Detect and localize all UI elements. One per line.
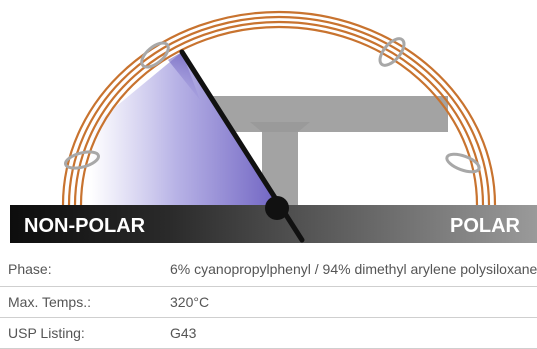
polarity-scale-graphic: NON-POLAR POLAR <box>10 10 537 243</box>
spec-value: 6% cyanopropylphenyl / 94% dimethyl aryl… <box>170 261 537 277</box>
non-polar-label: NON-POLAR <box>24 215 146 237</box>
polarity-wedge <box>90 52 280 205</box>
spec-value: G43 <box>170 325 197 341</box>
spec-label: USP Listing: <box>8 325 85 341</box>
spec-row-phase: Phase: 6% cyanopropylphenyl / 94% dimeth… <box>0 254 537 287</box>
spec-label: Max. Temps.: <box>8 294 91 310</box>
spec-row-max-temps: Max. Temps.: 320°C <box>0 287 537 318</box>
spec-row-usp-listing: USP Listing: G43 <box>0 318 537 349</box>
polarity-needle <box>179 49 305 243</box>
spec-label: Phase: <box>8 261 52 277</box>
polar-label: POLAR <box>450 215 521 237</box>
column-coil <box>61 10 497 206</box>
specs-table: Phase: 6% cyanopropylphenyl / 94% dimeth… <box>0 254 537 349</box>
t-bar-shape <box>208 96 448 210</box>
coil-ring-icon <box>63 37 481 174</box>
spec-value: 320°C <box>170 294 210 310</box>
